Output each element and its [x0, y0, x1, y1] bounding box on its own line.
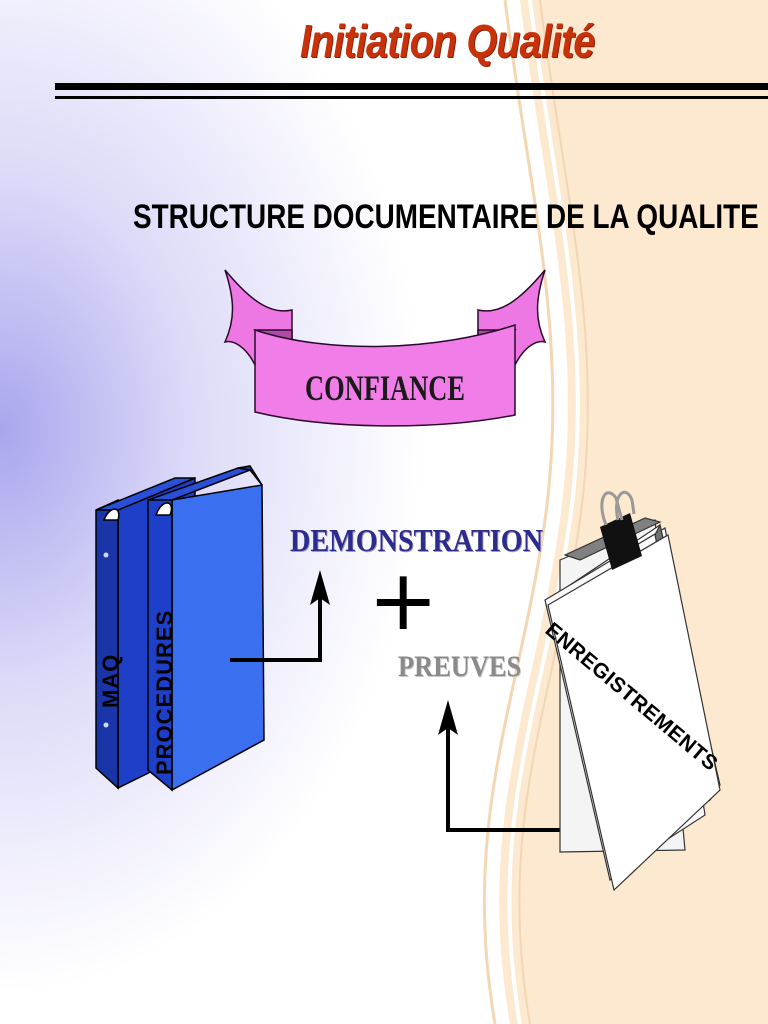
header-rule-thick — [55, 83, 768, 90]
header-rule-thin — [55, 96, 768, 99]
maq-binder-label: MAQ — [98, 654, 123, 708]
procedures-binder — [147, 465, 265, 792]
records-papers — [544, 517, 721, 892]
diagram-heading: STRUCTURE DOCUMENTAIRE DE LA QUALITE — [133, 198, 759, 236]
demonstration-label: DEMONSTRATION — [290, 522, 543, 558]
binder-clip-icon — [600, 490, 642, 570]
binder-ring-hole — [103, 552, 109, 558]
arrow-binders-to-demonstration — [230, 570, 330, 662]
decor-curve-1 — [482, 0, 555, 1024]
decor-curve-2 — [507, 0, 580, 1024]
slide-title: Initiation Qualité — [300, 15, 595, 67]
banner-label: CONFIANCE — [305, 368, 465, 408]
preuves-label: PREUVES — [398, 650, 522, 683]
procedures-binder-label: PROCEDURES — [152, 610, 177, 775]
decor-curve-3 — [518, 0, 589, 1024]
binder-ring-hole — [103, 722, 109, 728]
confiance-banner — [223, 269, 547, 427]
arrow-records-to-preuves — [438, 700, 582, 832]
plus-symbol: + — [368, 551, 439, 649]
